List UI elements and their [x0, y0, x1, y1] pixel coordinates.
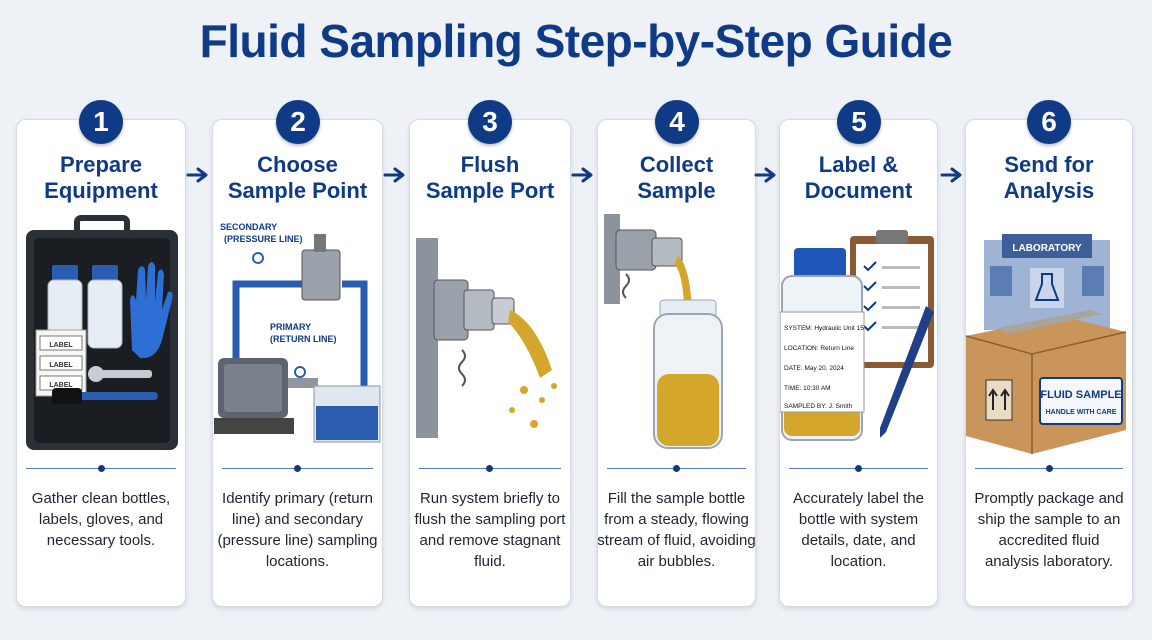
- arrow-right-icon: [383, 167, 405, 183]
- svg-text:SYSTEM: Hydraulic Unit 15: SYSTEM: Hydraulic Unit 15: [784, 325, 864, 332]
- sample-bottle-icon: [653, 313, 723, 449]
- arrow-right-icon: [940, 167, 962, 183]
- label-document-illustration: SYSTEM: Hydraulic Unit 15 LOCATION: Retu…: [780, 230, 934, 441]
- sample-bottle-icon: SYSTEM: Hydraulic Unit 15 LOCATION: Retu…: [780, 248, 865, 441]
- page-title: Fluid Sampling Step-by-Step Guide: [199, 15, 953, 67]
- svg-text:LABORATORY: LABORATORY: [1012, 243, 1082, 254]
- divider-dot: [673, 465, 680, 472]
- divider-dot: [98, 465, 105, 472]
- svg-text:HANDLE WITH CARE: HANDLE WITH CARE: [1046, 409, 1117, 416]
- svg-text:PRIMARY: PRIMARY: [270, 322, 311, 332]
- wrench-icon: [88, 366, 152, 382]
- ship-to-lab-illustration: LABORATORY FLUID SAMPLE HANDLE WITH CARE: [965, 234, 1127, 454]
- svg-text:SECONDARY: SECONDARY: [220, 222, 277, 232]
- svg-text:SAMPLED BY: J. Smith: SAMPLED BY: J. Smith: [784, 403, 853, 410]
- label-sheets-icon: LABEL LABEL LABEL: [35, 329, 87, 397]
- brush-icon: [52, 388, 158, 404]
- arrow-right-icon: [186, 167, 208, 183]
- step-number-badge: 5: [837, 100, 881, 144]
- svg-text:LABEL: LABEL: [49, 382, 73, 389]
- svg-text:DATE: May 20, 2024: DATE: May 20, 2024: [784, 365, 844, 372]
- step-number-badge: 1: [79, 100, 123, 144]
- svg-text:LABEL: LABEL: [49, 362, 73, 369]
- divider-dot: [486, 465, 493, 472]
- step-number-badge: 6: [1027, 100, 1071, 144]
- divider-dot: [1046, 465, 1053, 472]
- svg-text:(RETURN LINE): (RETURN LINE): [270, 334, 337, 344]
- step-number-badge: 2: [276, 100, 320, 144]
- step-number-badge: 3: [468, 100, 512, 144]
- step-description: Gather clean bottles,labels, gloves, and…: [31, 490, 171, 549]
- fluid-stream-icon: [508, 310, 552, 378]
- arrow-right-icon: [754, 167, 776, 183]
- clipboard-icon: [850, 230, 934, 368]
- svg-text:(PRESSURE LINE): (PRESSURE LINE): [224, 234, 303, 244]
- flush-port-illustration: [416, 238, 557, 438]
- sample-point-diagram: SECONDARY (PRESSURE LINE) PRIMARY (RETUR…: [214, 222, 381, 443]
- step-title: Label &Document: [804, 152, 913, 203]
- collect-sample-illustration: [604, 214, 723, 449]
- step-number-badge: 4: [655, 100, 699, 144]
- svg-text:FLUID SAMPLE: FLUID SAMPLE: [1040, 389, 1121, 401]
- arrow-right-icon: [571, 167, 593, 183]
- svg-text:LABEL: LABEL: [49, 342, 73, 349]
- equipment-case-illustration: LABEL LABEL LABEL: [26, 215, 178, 450]
- shipping-box-icon: FLUID SAMPLE HANDLE WITH CARE: [965, 310, 1127, 454]
- svg-text:LOCATION: Return Line: LOCATION: Return Line: [784, 345, 854, 352]
- glove-icon: [130, 262, 173, 359]
- sample-bottle-icon: [87, 265, 123, 349]
- divider-dot: [294, 465, 301, 472]
- pen-icon: [880, 306, 934, 438]
- divider-dot: [855, 465, 862, 472]
- svg-text:TIME: 10:30 AM: TIME: 10:30 AM: [784, 385, 831, 392]
